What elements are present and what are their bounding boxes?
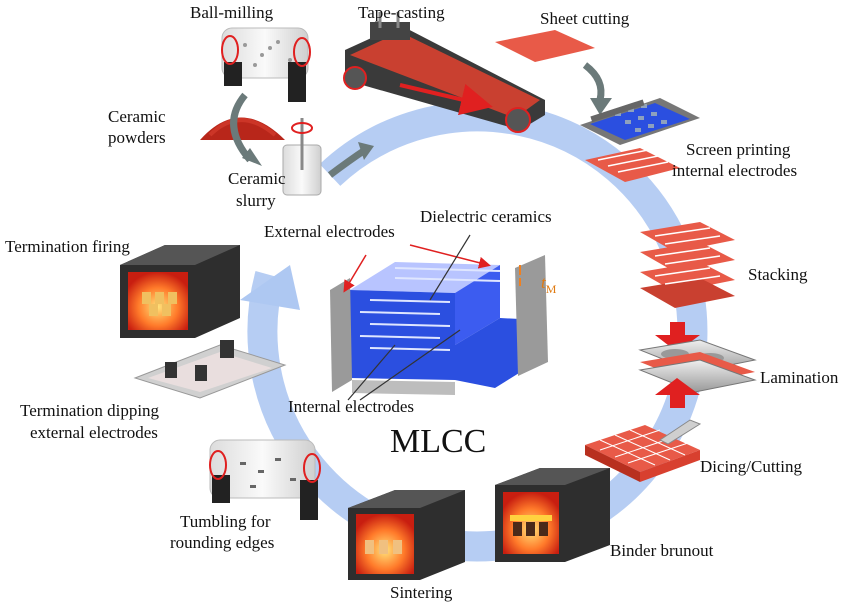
stacking-illustration	[640, 222, 735, 308]
leader-line	[359, 329, 461, 401]
label-ceramic-powders-line2: powders	[108, 128, 166, 147]
label-tumbling-line2: rounding edges	[170, 533, 274, 552]
leader-line	[347, 344, 396, 401]
dicing-illustration	[585, 419, 702, 482]
label-ceramic-slurry-line2: slurry	[236, 191, 276, 210]
ceramic-powders-illustration	[200, 117, 285, 140]
label-dicing: Dicing/Cutting	[700, 457, 803, 476]
label-lamination: Lamination	[760, 368, 839, 387]
flow-arrows-top-left	[230, 92, 374, 178]
label-sintering: Sintering	[390, 583, 453, 602]
arrow-head-icon	[590, 98, 612, 115]
rotation-arrow-icon	[293, 37, 311, 67]
label-thickness: tM	[541, 273, 557, 296]
label-external-electrodes: External electrodes	[264, 222, 395, 241]
tape-direction-arrow-icon	[399, 83, 493, 116]
ball-milling-illustration	[221, 27, 311, 102]
press-down-arrow-icon	[655, 322, 700, 352]
lamination-illustration	[638, 322, 757, 408]
binder-burnout-furnace	[495, 468, 610, 562]
screen-printing-illustration	[580, 98, 700, 182]
ring-arrow-head-icon	[240, 265, 300, 310]
label-termination-firing: Termination firing	[5, 237, 130, 256]
label-ceramic-powders-line1: Ceramic	[108, 107, 166, 126]
stirring-arrow-icon	[291, 122, 313, 134]
arrow-head-icon	[242, 148, 262, 166]
label-stacking: Stacking	[748, 265, 808, 284]
label-termination-dipping-line1: Termination dipping	[20, 401, 160, 420]
center-title: MLCC	[390, 423, 486, 460]
label-ball-milling: Ball-milling	[190, 3, 274, 22]
rotation-arrow-icon	[221, 35, 239, 65]
mlcc-capacitor-illustration	[330, 234, 548, 401]
label-screen-printing-line1: Screen printing	[686, 140, 791, 159]
tumbling-illustration	[209, 439, 321, 520]
termination-dipping-illustration	[133, 340, 287, 399]
label-internal-electrodes: Internal electrodes	[288, 397, 414, 416]
label-dielectric-ceramics: Dielectric ceramics	[420, 207, 552, 226]
label-ceramic-slurry-line1: Ceramic	[228, 169, 286, 188]
pointer-arrow-icon	[409, 244, 491, 269]
label-termination-dipping-line2: external electrodes	[30, 423, 158, 442]
rotation-arrow-icon	[209, 450, 227, 480]
label-sheet-cutting: Sheet cutting	[540, 9, 630, 28]
label-tape-casting: Tape-casting	[358, 3, 445, 22]
rotation-arrow-icon	[303, 453, 321, 483]
arrow-head-icon	[358, 142, 374, 160]
label-binder-burnout: Binder brunout	[610, 541, 714, 560]
leader-line	[429, 234, 471, 301]
termination-firing-furnace	[120, 245, 240, 338]
cutting-blade-icon	[659, 419, 702, 445]
label-screen-printing-line2: internal electrodes	[672, 161, 797, 180]
label-tumbling-line1: Tumbling for	[180, 512, 271, 531]
press-up-arrow-icon	[655, 378, 700, 408]
sheet-cutting-illustration	[495, 30, 612, 115]
sintering-furnace	[348, 490, 465, 580]
ceramic-slurry-illustration	[282, 118, 322, 196]
tape-casting-illustration	[343, 12, 545, 133]
pointer-arrow-icon	[343, 254, 367, 293]
